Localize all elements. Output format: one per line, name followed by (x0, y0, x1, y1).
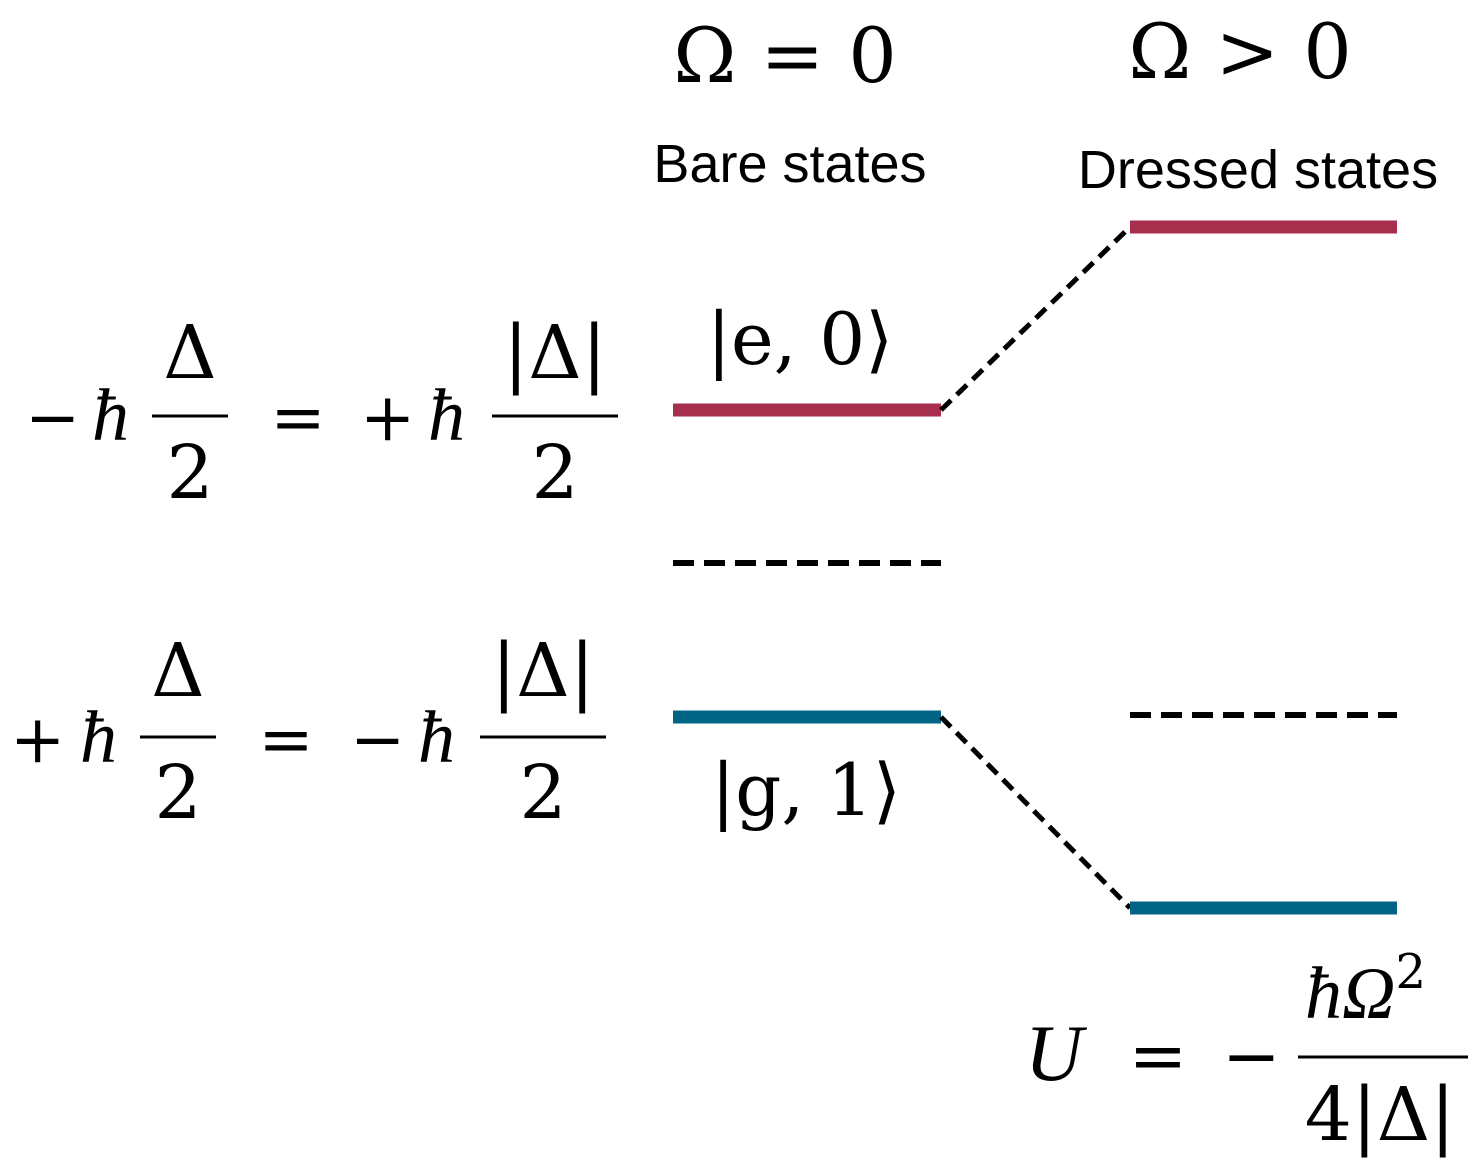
light-shift-equals: = (1129, 1015, 1188, 1097)
dressed-condition: Ω > 0 (1128, 7, 1351, 96)
ground-shift-connector (939, 715, 1132, 910)
dressed-states-label: Dressed states (1078, 140, 1438, 200)
light-shift-denominator: 4|Δ| (1305, 1072, 1455, 1158)
light-shift-numerator-base: ħΩ (1305, 953, 1396, 1035)
upper-energy-expression: − ħ Δ 2 = + ħ |Δ| 2 (25, 310, 618, 516)
upper-lhs-hbar: ħ (92, 375, 129, 457)
lower-equals: = (258, 701, 313, 778)
upper-rhs-numerator: |Δ| (503, 310, 606, 396)
light-shift-formula: U = − ħΩ2 4|Δ| (1025, 944, 1468, 1158)
excited-shift-connector (939, 225, 1132, 412)
bare-condition: Ω = 0 (673, 11, 896, 100)
light-shift-numerator: ħΩ2 (1305, 944, 1426, 1035)
upper-lhs-denominator: 2 (166, 430, 213, 516)
upper-rhs-sign: + (360, 379, 415, 456)
upper-rhs-denominator: 2 (531, 430, 578, 516)
upper-equals: = (270, 379, 325, 456)
upper-lhs-numerator: Δ (163, 310, 216, 396)
lower-rhs-hbar: ħ (418, 697, 455, 779)
bare-states-label: Bare states (653, 134, 926, 194)
lower-rhs-sign: − (350, 701, 405, 778)
lower-energy-expression: + ħ Δ 2 = − ħ |Δ| 2 (10, 628, 606, 836)
lower-lhs-numerator: Δ (151, 628, 204, 714)
lower-lhs-hbar: ħ (80, 697, 117, 779)
excited-ket-label: |e, 0⟩ (707, 297, 894, 381)
light-shift-sign: − (1222, 1015, 1281, 1097)
lower-lhs-sign: + (10, 701, 65, 778)
light-shift-numerator-exponent: 2 (1396, 944, 1427, 1000)
upper-lhs-sign: − (25, 379, 80, 456)
lower-rhs-numerator: |Δ| (491, 628, 594, 714)
ground-ket-label: |g, 1⟩ (711, 748, 901, 832)
light-shift-symbol: U (1025, 1010, 1088, 1098)
upper-rhs-hbar: ħ (428, 375, 465, 457)
lower-rhs-denominator: 2 (519, 750, 566, 836)
lower-lhs-denominator: 2 (154, 750, 201, 836)
